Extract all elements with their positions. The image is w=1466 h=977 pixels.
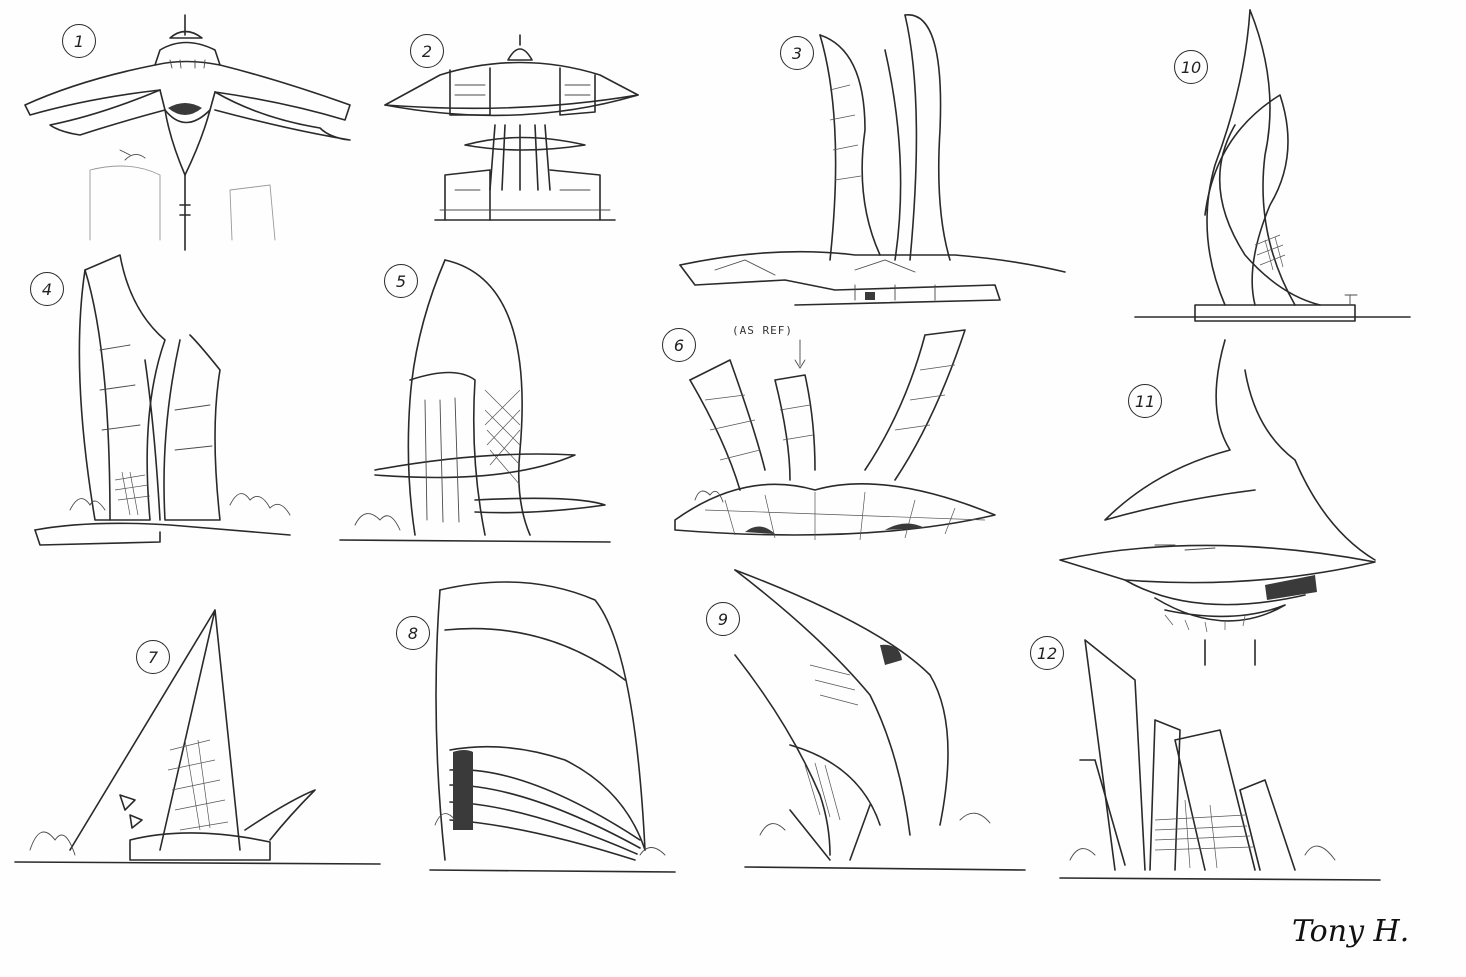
sketch-8-label: 8 [396,616,430,650]
sketch-11 [1055,330,1385,670]
sketch-8-drawing [429,581,676,873]
sketch-9-label: 9 [706,602,740,636]
sketch-11-label: 11 [1128,384,1162,418]
sketch-10-drawing [1134,9,1411,322]
sketch-3 [655,10,1075,310]
sketch-12 [1055,630,1385,885]
sketch-4 [30,250,300,555]
sketch-5 [335,250,615,550]
sketch-2-label: 2 [410,34,444,68]
sketch-11-drawing [1059,339,1376,666]
sketch-9-drawing [734,569,1026,871]
sketch-9 [730,565,1030,875]
sketch-5-label: 5 [384,264,418,298]
sketch-1-drawing [24,14,351,251]
sketch-2 [380,30,640,230]
sketch-12-drawing [1059,639,1381,881]
sketch-3-label: 3 [780,36,814,70]
sketch-2-drawing [384,34,639,221]
sketch-8 [425,570,685,880]
sketch-7-label: 7 [136,640,170,674]
sketch-1-label: 1 [62,24,96,58]
sketch-6-label: 6 [662,328,696,362]
sketch-12-label: 12 [1030,636,1064,670]
sketch-1 [20,10,360,251]
sketch-4-drawing [34,254,291,546]
sketch-10 [1105,5,1415,330]
sketch-7 [10,600,385,880]
sketch-4-label: 4 [30,272,64,306]
artist-signature: Tony H. [1292,914,1410,949]
sketch-3-drawing [679,14,1066,306]
sketch-6-drawing [674,329,996,541]
sketch-10-label: 10 [1174,50,1208,84]
sketch-6-note: (AS REF) [732,324,793,337]
sketch-6 [665,320,1015,555]
sketch-7-drawing [14,609,381,865]
sketch-5-drawing [339,259,611,543]
